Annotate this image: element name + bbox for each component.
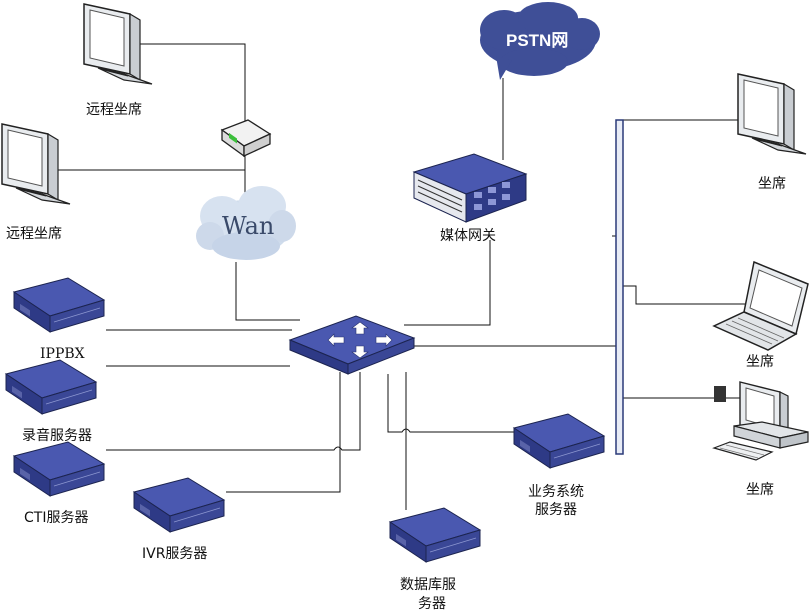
ethernet-bus: [615, 119, 624, 455]
wan-cloud-icon: [196, 186, 296, 260]
media-gateway-label: 媒体网关: [440, 228, 496, 244]
wan-label: Wan: [222, 212, 274, 240]
seat-2-laptop-icon: [713, 261, 809, 351]
remote-seat-1-label: 远程坐席: [86, 102, 142, 118]
remote-seat-2-label: 远程坐席: [6, 226, 62, 242]
remote-seat-2-monitor-icon: [1, 123, 71, 205]
database-server-label-1: 数据库服: [400, 577, 456, 593]
modem-icon: [220, 119, 272, 158]
link-ivr: [226, 372, 341, 493]
seat-3-desktop-icon: [712, 381, 809, 461]
seat-3-label: 坐席: [746, 482, 774, 498]
database-server-icon: [389, 507, 481, 563]
link-wan-switch: [235, 262, 300, 321]
recording-server-icon: [5, 359, 97, 415]
link-remote-seat-1: [120, 43, 246, 122]
recording-server-label: 录音服务器: [22, 427, 92, 444]
core-switch-icon: [288, 315, 416, 375]
database-server-label-2: 务器: [418, 596, 446, 612]
link-cti: [106, 372, 361, 451]
ivr-server-label: IVR服务器: [142, 546, 207, 562]
media-gateway-icon: [412, 153, 528, 223]
seat-1-monitor-icon: [737, 73, 807, 155]
link-remote-seat-2: [38, 148, 246, 196]
business-server-label-1: 业务系统: [528, 484, 584, 500]
cti-server-icon: [13, 441, 105, 497]
seat-1-label: 坐席: [758, 176, 786, 192]
ippbx-label: IPPBX: [40, 346, 85, 362]
seat-2-label: 坐席: [746, 354, 774, 370]
business-server-label-2: 服务器: [535, 502, 577, 518]
cti-server-label: CTI服务器: [24, 510, 88, 526]
business-server-icon: [513, 413, 605, 469]
link-seat-2: [622, 285, 748, 305]
pstn-cloud-icon: [480, 2, 600, 80]
link-gateway-switch: [404, 240, 491, 326]
ippbx-server-icon: [13, 277, 105, 333]
pstn-label: PSTN网: [506, 31, 568, 50]
ivr-server-icon: [133, 477, 225, 533]
link-business: [387, 374, 518, 433]
connection-lines: [38, 43, 748, 510]
